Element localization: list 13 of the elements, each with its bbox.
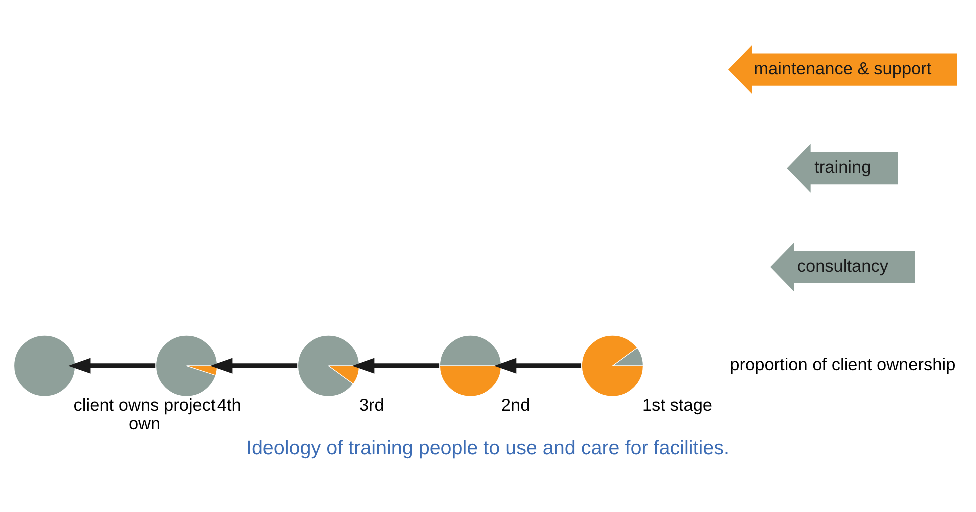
arrow — [494, 358, 582, 374]
node-label: 2nd — [501, 394, 530, 414]
caption: Ideology of training people to use and care for facilities. — [246, 437, 730, 460]
node-label: own — [128, 412, 161, 433]
node-label: 1st stage — [642, 394, 713, 414]
node-label: 3rd — [359, 394, 384, 414]
arrow — [352, 358, 440, 374]
node-label: 4th — [217, 394, 242, 414]
node-circle — [13, 334, 76, 398]
arrow — [210, 358, 298, 374]
label: proportion of client ownership — [730, 354, 956, 374]
node-label: client owns project — [74, 394, 216, 414]
arrow — [68, 358, 156, 374]
